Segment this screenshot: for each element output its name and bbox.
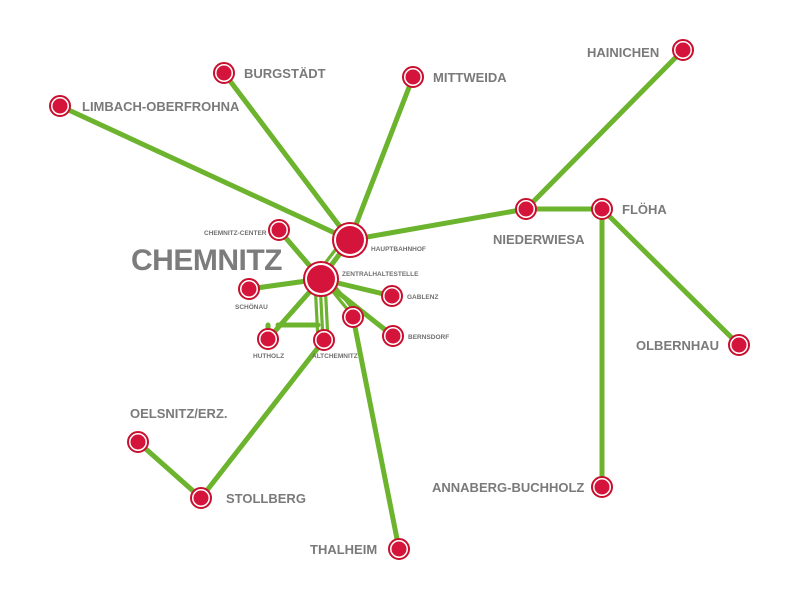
label-zentralhaltestelle: ZENTRALHALTESTELLE: [342, 271, 419, 278]
line-hbf-mittweida: [347, 74, 416, 243]
label-floeha: FLÖHA: [622, 202, 667, 217]
label-thalheim: THALHEIM: [310, 542, 377, 557]
line-zentral-thalheim: [350, 314, 402, 552]
label-oelsnitz: OELSNITZ/ERZ.: [130, 406, 228, 421]
label-annaberg: ANNABERG-BUCHHOLZ: [432, 480, 584, 495]
station-floeha[interactable]: [591, 198, 613, 220]
label-schoenau: SCHÖNAU: [235, 302, 268, 311]
station-schoenau[interactable]: [238, 278, 260, 300]
label-niederwiesa: NIEDERWIESA: [493, 232, 585, 247]
stations: [49, 39, 750, 560]
line-hbf-limbach: [57, 103, 353, 243]
line-altchemnitz-stollberg: [198, 337, 327, 501]
station-labels: CHEMNITZ HAINICHEN BURGSTÄDT MITTWEIDA L…: [82, 45, 719, 557]
label-gablenz: GABLENZ: [407, 294, 438, 301]
station-mid-south[interactable]: [342, 306, 364, 328]
label-bernsdorf: BERNSDORF: [408, 334, 449, 341]
station-mittweida[interactable]: [402, 66, 424, 88]
label-hainichen: HAINICHEN: [587, 45, 659, 60]
station-oelsnitz[interactable]: [127, 431, 149, 453]
label-olbernhau: OLBERNHAU: [636, 338, 719, 353]
label-stollberg: STOLLBERG: [226, 491, 306, 506]
line-hbf-burgstaedt: [221, 70, 353, 243]
station-gablenz[interactable]: [381, 285, 403, 307]
station-olbernhau[interactable]: [728, 334, 750, 356]
city-label: CHEMNITZ: [131, 244, 282, 277]
station-burgstaedt[interactable]: [213, 62, 235, 84]
station-hauptbahnhof[interactable]: [332, 222, 368, 258]
station-annaberg[interactable]: [591, 476, 613, 498]
station-stollberg[interactable]: [190, 487, 212, 509]
label-altchemnitz: ALTCHEMNITZ: [312, 353, 358, 360]
label-limbach: LIMBACH-OBERFROHNA: [82, 99, 240, 114]
label-hauptbahnhof: HAUPTBAHNHOF: [371, 246, 426, 253]
station-altchemnitz[interactable]: [313, 329, 335, 351]
label-burgstaedt: BURGSTÄDT: [244, 66, 326, 81]
station-niederwiesa[interactable]: [515, 198, 537, 220]
station-hutholz[interactable]: [257, 328, 279, 350]
station-zentralhaltestelle[interactable]: [303, 261, 339, 297]
station-bernsdorf[interactable]: [382, 325, 404, 347]
line-floeha-olbernhau: [599, 206, 742, 348]
station-chemnitz-center[interactable]: [268, 219, 290, 241]
line-hbf-niederwiesa: [347, 206, 529, 243]
station-hainichen[interactable]: [672, 39, 694, 61]
label-chemnitz-center: CHEMNITZ-CENTER: [204, 230, 267, 237]
line-niederwiesa-hainichen: [523, 47, 686, 212]
line-stollberg-oelsnitz: [135, 439, 204, 501]
label-hutholz: HUTHOLZ: [253, 353, 284, 360]
station-thalheim[interactable]: [388, 538, 410, 560]
label-mittweida: MITTWEIDA: [433, 70, 507, 85]
station-limbach[interactable]: [49, 95, 71, 117]
